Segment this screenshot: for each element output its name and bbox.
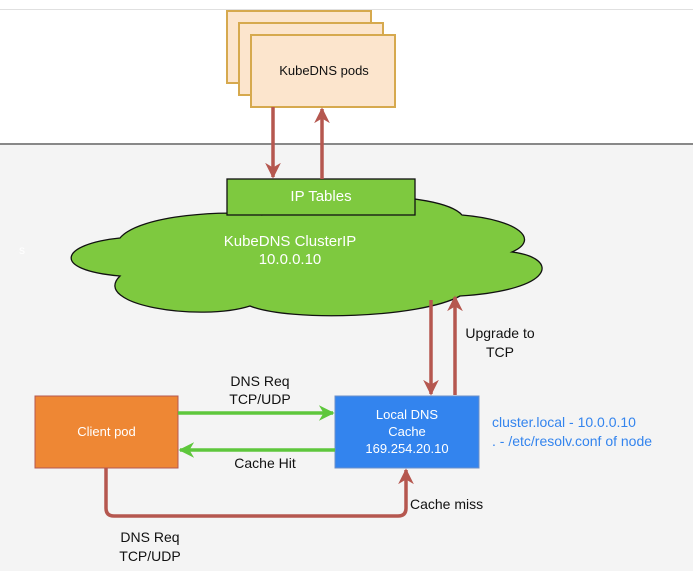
annotation-line2: . - /etc/resolv.conf of node <box>492 433 653 449</box>
resolver-config-annotation: cluster.local - 10.0.0.10 . - /etc/resol… <box>492 413 652 451</box>
upgrade-tcp-line2: TCP <box>486 344 514 360</box>
cluster-ip-name: KubeDNS ClusterIP <box>223 233 357 250</box>
kubedns-pods-label: KubeDNS pods <box>279 63 369 78</box>
stray-text: s <box>19 243 25 257</box>
top-divider <box>0 9 693 10</box>
dns-req-direct-line2: TCP/UDP <box>229 391 291 407</box>
arrow-cache-miss-path <box>104 468 414 518</box>
local-cache-ip: 169.254.20.10 <box>365 441 449 456</box>
local-cache-line1: Local DNS <box>375 407 439 422</box>
local-dns-cache-box[interactable] <box>334 395 480 469</box>
ip-tables-box[interactable] <box>226 178 416 216</box>
cache-miss-label: Cache miss <box>410 496 484 512</box>
dns-req-direct-line1: DNS Req <box>230 373 290 389</box>
dns-req-via-miss-line1: DNS Req <box>120 529 180 545</box>
local-dns-cache-label: Local DNS Cache 169.254.20.10 <box>335 406 479 457</box>
client-pod-label: Client pod <box>77 424 136 439</box>
cluster-ip-label: KubeDNS ClusterIP 10.0.0.10 <box>190 233 390 269</box>
local-cache-line2: Cache <box>388 424 426 439</box>
dns-req-via-miss-label: DNS Req TCP/UDP <box>100 528 200 566</box>
annotation-line1: cluster.local - 10.0.0.10 <box>492 414 636 430</box>
upgrade-tcp-line1: Upgrade to <box>465 325 535 341</box>
cluster-ip-address: 10.0.0.10 <box>258 251 322 268</box>
cache-hit-label: Cache Hit <box>234 455 296 471</box>
client-pod-box[interactable] <box>34 395 179 469</box>
kubedns-pods-stack[interactable] <box>226 10 396 108</box>
dns-req-direct-label: DNS Req TCP/UDP <box>195 372 325 408</box>
upgrade-tcp-label: Upgrade to TCP <box>455 324 545 362</box>
dns-req-via-miss-line2: TCP/UDP <box>119 548 181 564</box>
kubedns-pod-front <box>250 34 396 108</box>
ip-tables-label: IP Tables <box>290 188 352 205</box>
